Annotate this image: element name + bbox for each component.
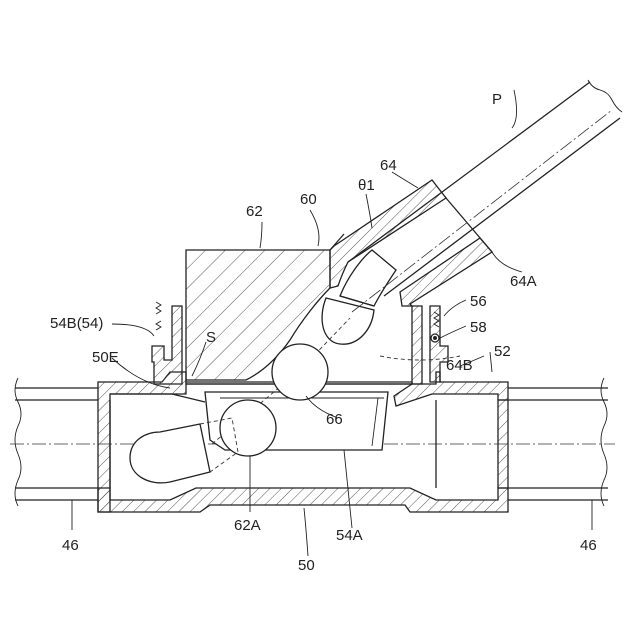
- label-54a: 54A: [336, 527, 363, 544]
- ball-upper: [272, 344, 328, 400]
- label-62: 62: [246, 203, 263, 220]
- label-50e: 50E: [92, 349, 119, 366]
- label-46-left: 46: [62, 537, 79, 554]
- label-54b: 54B(54): [50, 315, 103, 332]
- label-p: P: [492, 91, 502, 108]
- probe-tip-bulb: [322, 298, 374, 344]
- collar-54b: [152, 302, 182, 384]
- label-46-right: 46: [580, 537, 597, 554]
- label-64a: 64A: [510, 273, 537, 290]
- label-56: 56: [470, 293, 487, 310]
- label-62a: 62A: [234, 517, 261, 534]
- label-theta1: θ1: [358, 177, 375, 194]
- pipe-46-right: [508, 378, 608, 506]
- label-s: S: [206, 329, 216, 346]
- label-58: 58: [470, 319, 487, 336]
- end-cap: [130, 424, 210, 483]
- collar-right: [412, 306, 448, 384]
- pipe-46-left: [15, 378, 98, 506]
- label-64b: 64B: [446, 357, 473, 374]
- label-66: 66: [326, 411, 343, 428]
- label-52: 52: [494, 343, 511, 360]
- ball-lower: [220, 400, 276, 456]
- label-50: 50: [298, 557, 315, 574]
- label-60: 60: [300, 191, 317, 208]
- label-64: 64: [380, 157, 397, 174]
